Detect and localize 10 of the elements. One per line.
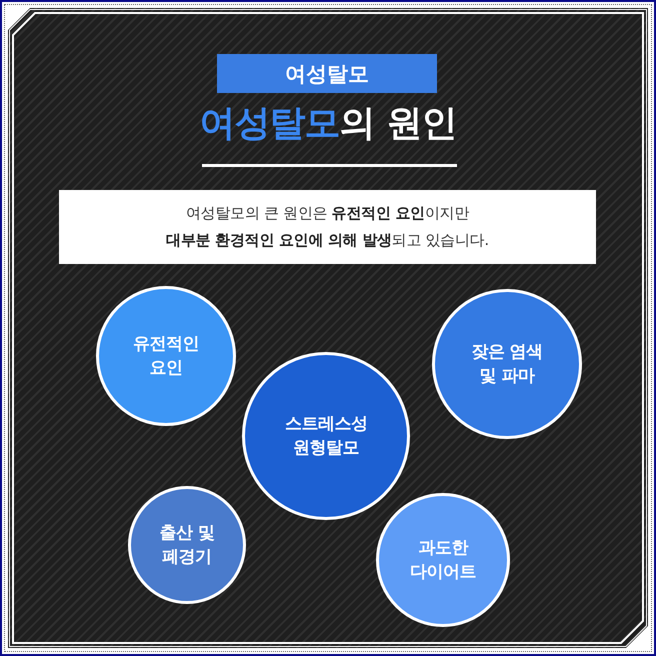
cause-text: 유전적인 요인 [133, 333, 199, 380]
cause-text: 출산 및 폐경기 [160, 522, 214, 569]
description-text: 여성탈모의 큰 원인은 유전적인 요인이지만 대부분 환경적인 요인에 의해 발생되고 있습니다. [166, 203, 489, 251]
cause-text: 스트레스성 원형탈모 [284, 413, 368, 460]
badge-text: 여성탈모 [285, 60, 369, 88]
cause-text: 과도한 다이어트 [410, 537, 476, 584]
description-panel [59, 190, 596, 264]
category-badge [217, 54, 437, 93]
cause-text: 잦은 염색 및 파마 [471, 341, 543, 388]
page-title: 여성탈모의 원인 [200, 102, 456, 146]
